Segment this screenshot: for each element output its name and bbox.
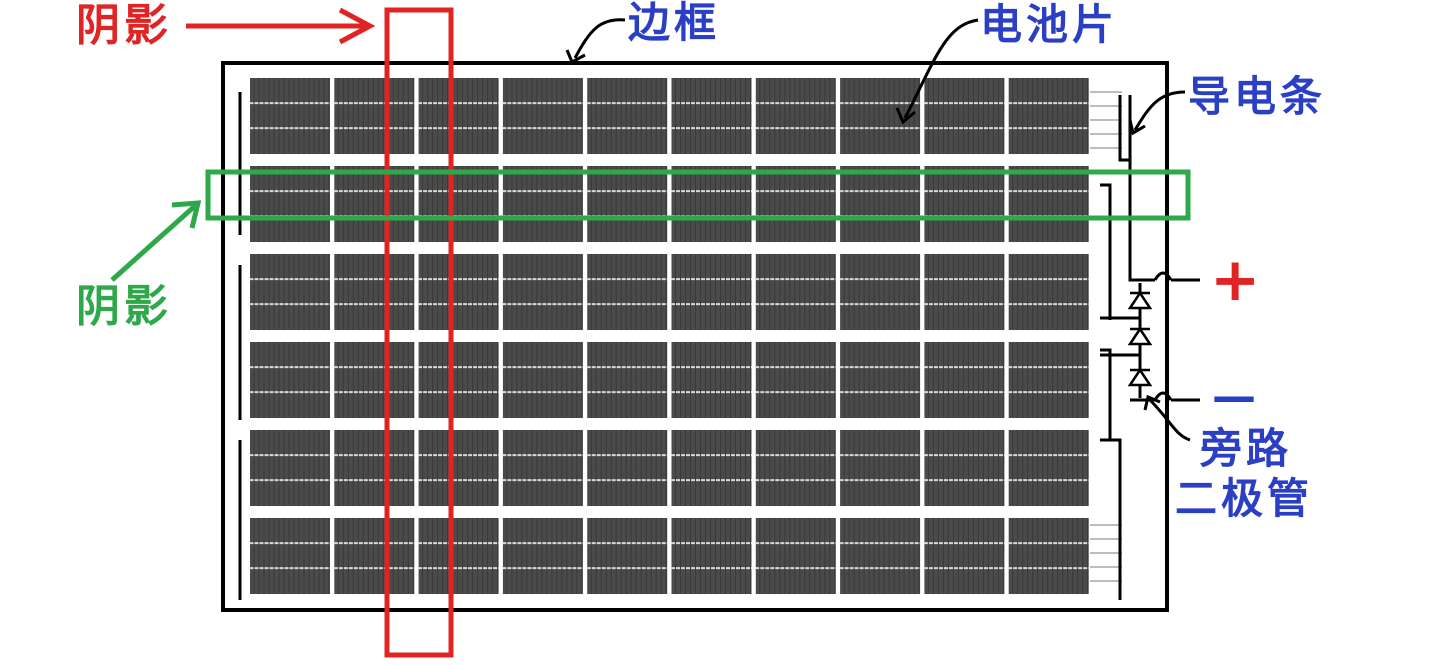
busbar-label: 导电条 xyxy=(1188,72,1327,121)
solar-cell xyxy=(418,342,499,418)
positive-terminal: + xyxy=(1210,245,1265,315)
solar-cell xyxy=(924,342,1005,418)
solar-cell xyxy=(418,166,499,242)
shadow-row-box xyxy=(205,169,1191,221)
solar-cell xyxy=(250,254,330,330)
solar-cell xyxy=(671,342,752,418)
frame-label: 边框 xyxy=(628,0,721,47)
solar-cell xyxy=(1008,518,1089,594)
solar-cell xyxy=(924,166,1005,242)
solar-cell xyxy=(755,342,836,418)
solar-cell xyxy=(1008,430,1089,506)
solar-cell xyxy=(1008,78,1089,154)
solar-cell xyxy=(334,518,415,594)
solar-cell xyxy=(587,78,668,154)
right-interconnects xyxy=(1090,91,1122,582)
solar-cell xyxy=(250,166,330,242)
solar-cell xyxy=(755,78,836,154)
solar-cell xyxy=(250,430,330,506)
solar-cell xyxy=(840,518,921,594)
solar-cell xyxy=(334,430,415,506)
solar-cell xyxy=(671,166,752,242)
solar-cell xyxy=(840,342,921,418)
solar-cell xyxy=(587,166,668,242)
cell-grid xyxy=(250,78,1089,594)
bypass-diode-label-line1: 旁路 xyxy=(1200,424,1293,473)
leader-lines xyxy=(565,18,1191,442)
bypass-diode-label-line2: 二极管 xyxy=(1175,474,1314,523)
solar-cell xyxy=(502,430,583,506)
solar-cell xyxy=(418,430,499,506)
solar-cell xyxy=(924,518,1005,594)
solar-cell xyxy=(755,518,836,594)
solar-cell xyxy=(250,342,330,418)
shadow-top-label: 阴影 xyxy=(76,0,172,51)
solar-cell xyxy=(418,78,499,154)
solar-cell xyxy=(502,78,583,154)
solar-cell xyxy=(587,342,668,418)
solar-cell xyxy=(334,166,415,242)
shadow-column-box xyxy=(384,7,454,658)
solar-cell xyxy=(418,518,499,594)
solar-cell xyxy=(418,254,499,330)
solar-cell xyxy=(334,78,415,154)
bypass-diodes xyxy=(1127,290,1153,387)
solar-cell xyxy=(1008,342,1089,418)
shadow-top-arrow xyxy=(186,7,376,45)
solar-cell xyxy=(502,342,583,418)
cell-label: 电池片 xyxy=(980,0,1119,49)
solar-cell xyxy=(587,430,668,506)
panel-frame xyxy=(221,61,1169,612)
solar-cell xyxy=(502,166,583,242)
solar-cell xyxy=(671,254,752,330)
solar-cell xyxy=(1008,166,1089,242)
solar-cell xyxy=(755,430,836,506)
solar-cell xyxy=(840,254,921,330)
solar-cell xyxy=(502,518,583,594)
solar-cell xyxy=(840,166,921,242)
solar-cell xyxy=(334,254,415,330)
solar-cell xyxy=(334,342,415,418)
solar-cell xyxy=(924,78,1005,154)
solar-cell xyxy=(502,254,583,330)
solar-cell xyxy=(250,518,330,594)
solar-cell xyxy=(671,78,752,154)
solar-cell xyxy=(924,430,1005,506)
solar-cell xyxy=(1008,254,1089,330)
solar-cell xyxy=(840,430,921,506)
shadow-left-arrow xyxy=(110,200,202,282)
solar-cell xyxy=(671,518,752,594)
solar-cell xyxy=(755,166,836,242)
solar-cell xyxy=(587,518,668,594)
negative-terminal: — xyxy=(1212,371,1256,422)
solar-cell xyxy=(671,430,752,506)
shadow-left-label: 阴影 xyxy=(76,281,172,332)
busbar-wiring xyxy=(1100,95,1200,600)
solar-cell xyxy=(587,254,668,330)
solar-cell xyxy=(755,254,836,330)
solar-cell xyxy=(924,254,1005,330)
solar-cell xyxy=(250,78,330,154)
